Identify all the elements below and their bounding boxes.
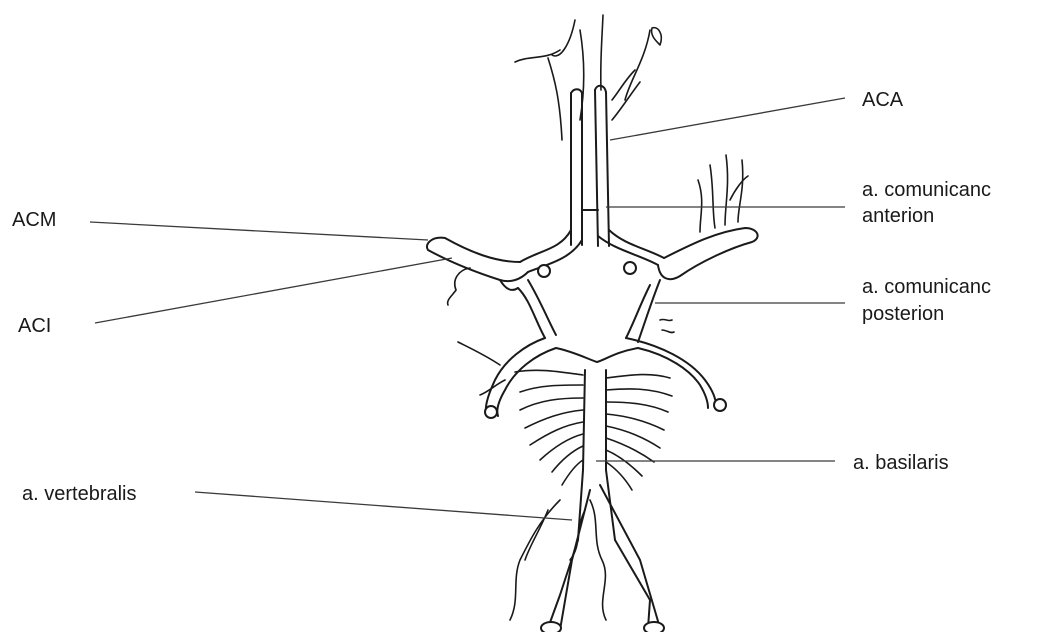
basilar-trunk (556, 348, 638, 540)
posterior-communicating (518, 280, 660, 342)
labels: ACA a. comunicanc anterion a. comunicanc… (12, 89, 991, 505)
aca-top-branches (515, 15, 661, 140)
leader-vertebralis (195, 492, 572, 520)
pontine-branches-right (606, 319, 674, 490)
right-middle-cerebral (624, 155, 758, 279)
label-com-post-line2: posterion (862, 303, 944, 325)
label-vertebralis: a. vertebralis (22, 483, 137, 505)
pontine-branches-left (458, 342, 583, 485)
label-basilaris: a. basilaris (853, 452, 949, 474)
label-acm: ACM (12, 209, 56, 231)
label-com-post-line1: a. comunicanc (862, 276, 991, 298)
leader-aci (95, 258, 452, 323)
label-com-ant-line1: a. comunicanc (862, 179, 991, 201)
leader-lines (90, 98, 845, 520)
leader-aca (610, 98, 845, 140)
label-aca: ACA (862, 89, 904, 111)
artery-drawing (427, 15, 758, 632)
label-aci: ACI (18, 315, 51, 337)
vertebral-arteries (510, 485, 664, 632)
label-com-ant-line2: anterion (862, 205, 934, 227)
anterior-arch (520, 210, 664, 272)
leader-acm (90, 222, 428, 240)
aca-trunks (571, 86, 609, 246)
